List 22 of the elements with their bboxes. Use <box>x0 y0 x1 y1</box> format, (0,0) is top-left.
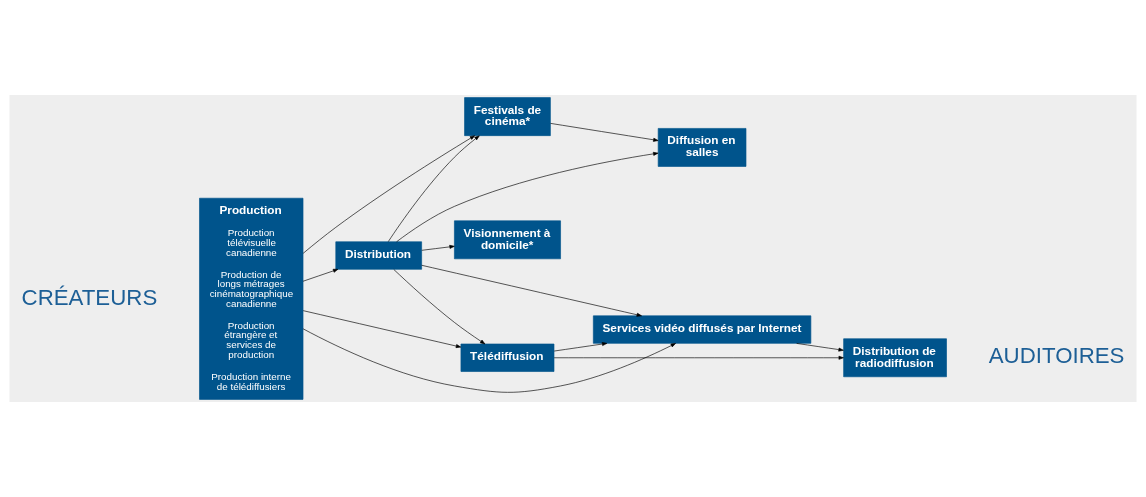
arrow <box>302 310 462 348</box>
arrow <box>387 135 480 242</box>
label: AUDITOIRES <box>988 343 1125 369</box>
arrow <box>421 244 455 251</box>
node-box: Télédiffusion <box>460 343 555 372</box>
node-box: Diffusion en salles <box>657 128 747 167</box>
arrow <box>796 343 844 352</box>
arrow <box>302 268 339 282</box>
arrow <box>302 328 676 393</box>
node-box: Production Production télévisuelle canadienne Production de longs métrages cinématographique canadienne Production étrangère et services de production Production interne de télédiffusiers <box>199 197 304 400</box>
label: CRÉATEURS <box>21 284 158 310</box>
arrow <box>393 269 486 345</box>
arrow <box>550 123 659 142</box>
node-box: Distribution <box>335 241 422 270</box>
node-box: Distribution de radiodiffusion <box>843 338 947 378</box>
arrow <box>421 264 642 317</box>
node-box: Visionnement à domicile* <box>454 220 561 260</box>
arrow <box>396 151 659 243</box>
arrow <box>302 135 476 254</box>
arrow <box>553 342 608 352</box>
node-box: Festivals de cinéma* <box>464 97 551 136</box>
arrow <box>553 355 844 360</box>
